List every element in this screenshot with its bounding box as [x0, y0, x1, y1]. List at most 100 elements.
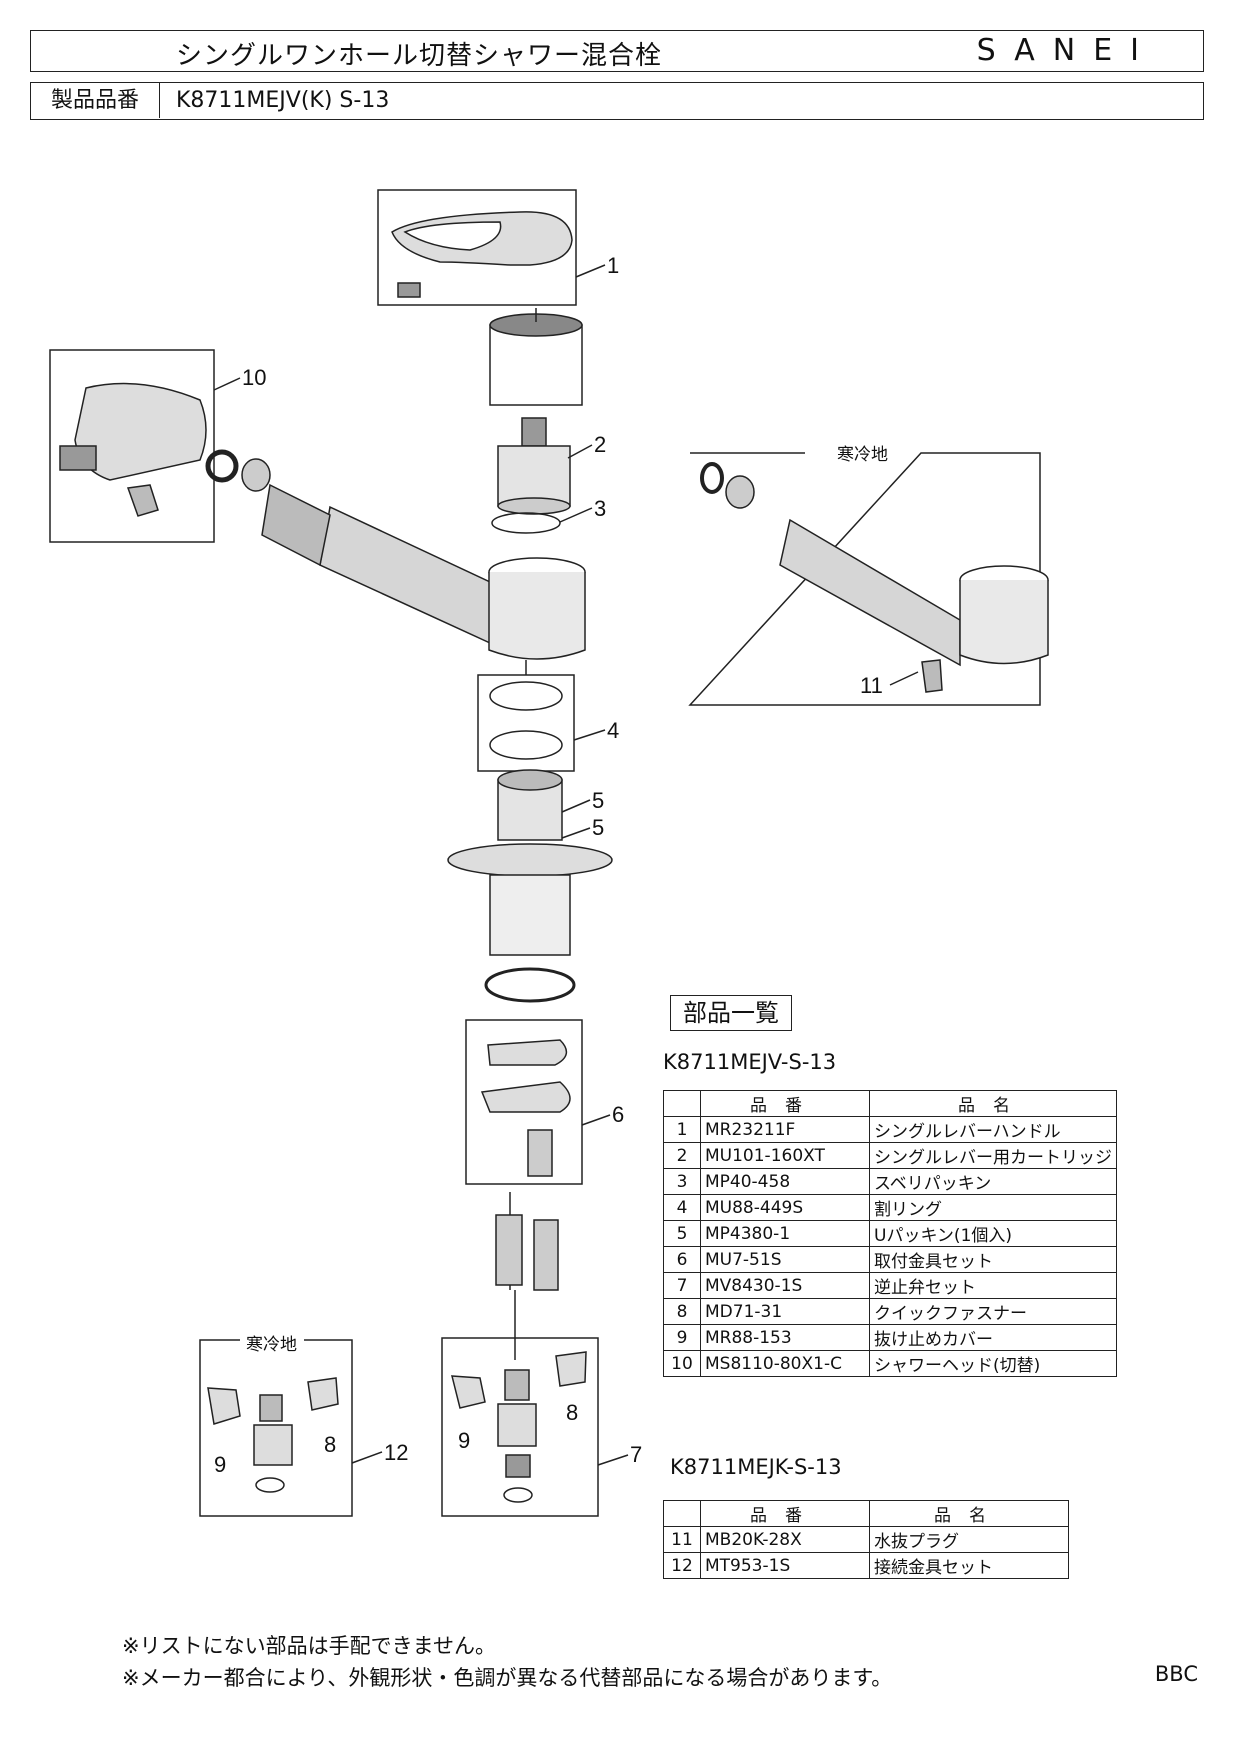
slip-packing-part	[491, 512, 561, 534]
cell-no: 7	[663, 1272, 701, 1299]
cell-name: シングルレバー用カートリッジ	[869, 1142, 1117, 1169]
col-name: 品名	[869, 1090, 1117, 1117]
cell-code: MU101-160XT	[700, 1142, 870, 1169]
cell-name: スベリパッキン	[869, 1168, 1117, 1195]
check-valve-box	[441, 1337, 599, 1517]
cell-name: シャワーヘッド(切替)	[869, 1350, 1117, 1377]
note-line-2: ※メーカー都合により、外観形状・色調が異なる代替部品になる場合があります。	[122, 1666, 893, 1690]
cell-no: 4	[663, 1194, 701, 1221]
split-ring-lower	[489, 730, 563, 760]
cell-code: MU88-449S	[700, 1194, 870, 1221]
spout-body-part	[261, 483, 586, 660]
col-code: 品番	[700, 1090, 870, 1117]
cell-name: 水抜プラグ	[869, 1526, 1069, 1553]
cell-code: MS8110-80X1-C	[700, 1350, 870, 1377]
cell-no: 1	[663, 1116, 701, 1143]
model-number-value: K8711MEJV(K) S-13	[176, 88, 390, 113]
cell-code: MV8430-1S	[700, 1272, 870, 1299]
callout-leaders	[213, 264, 919, 1466]
callout-4: 4	[607, 718, 619, 743]
cell-name: 逆止弁セット	[869, 1272, 1117, 1299]
mounting-hardware-part	[480, 1039, 571, 1177]
cell-no: 11	[663, 1526, 701, 1553]
cold-region-spout-part	[700, 462, 1049, 693]
cell-no: 3	[663, 1168, 701, 1195]
cartridge-sleeve-part	[489, 308, 583, 406]
cell-no: 12	[663, 1552, 701, 1579]
col-no	[663, 1500, 701, 1527]
model-number-label: 製品品番	[31, 83, 160, 118]
cell-name: 割リング	[869, 1194, 1117, 1221]
cold-region-label-right: 寒冷地	[837, 445, 888, 464]
split-ring-box	[477, 674, 575, 772]
cell-code: MT953-1S	[700, 1552, 870, 1579]
callout-3: 3	[594, 496, 606, 521]
col-no	[663, 1090, 701, 1117]
cover-clip-part-9	[451, 1375, 486, 1409]
parts-list-title: 部品一覧	[670, 995, 792, 1031]
cell-no: 6	[663, 1246, 701, 1273]
document-title: シングルワンホール切替シャワー混合栓	[176, 41, 663, 71]
cell-name: Uパッキン(1個入)	[869, 1220, 1117, 1247]
shower-head-box	[49, 349, 215, 543]
cell-code: MR88-153	[700, 1324, 870, 1351]
model-number-row: 製品品番 K8711MEJV(K) S-13	[30, 82, 1204, 120]
cold-region-spout-box	[688, 452, 1041, 706]
cell-no: 2	[663, 1142, 701, 1169]
callout-9a: 9	[458, 1428, 470, 1453]
col-code: 品番	[700, 1500, 870, 1527]
callout-8b: 8	[324, 1432, 336, 1457]
brand-logo: SANEI	[976, 33, 1157, 68]
cell-name: シングルレバーハンドル	[869, 1116, 1117, 1143]
table1-caption: K8711MEJV-S-13	[663, 1050, 837, 1074]
callout-6: 6	[612, 1102, 624, 1127]
cell-name: クイックファスナー	[869, 1298, 1117, 1325]
retaining-ring-part	[241, 458, 271, 492]
mounting-hardware-box	[465, 1019, 583, 1185]
o-ring-part	[205, 449, 239, 483]
split-ring-upper	[489, 681, 563, 711]
lever-handle-part	[391, 211, 573, 298]
cell-no: 5	[663, 1220, 701, 1247]
connector-part	[207, 1377, 339, 1493]
callout-7: 7	[630, 1442, 642, 1467]
cartridge-part	[497, 417, 571, 515]
cell-name: 接続金具セット	[869, 1552, 1069, 1579]
quick-fastener-part-8	[555, 1351, 587, 1387]
note-line-1: ※リストにない部品は手配できません。	[122, 1634, 496, 1658]
col-name: 品名	[869, 1500, 1069, 1527]
cell-no: 8	[663, 1298, 701, 1325]
cell-code: MB20K-28X	[700, 1526, 870, 1553]
supply-hoses-part	[495, 1192, 559, 1360]
callout-5b: 5	[592, 815, 604, 840]
document-code: BBC	[1154, 1662, 1198, 1686]
cell-code: MP40-458	[700, 1168, 870, 1195]
callout-9b: 9	[214, 1452, 226, 1477]
cell-name: 抜け止めカバー	[869, 1324, 1117, 1351]
handle-box	[377, 189, 577, 306]
callout-10: 10	[242, 365, 266, 390]
cell-code: MP4380-1	[700, 1220, 870, 1247]
cell-name: 取付金具セット	[869, 1246, 1117, 1273]
callout-8a: 8	[566, 1400, 578, 1425]
shower-head-part	[59, 382, 207, 517]
cell-code: MR23211F	[700, 1116, 870, 1143]
callout-5a: 5	[592, 788, 604, 813]
check-valve-part	[497, 1369, 537, 1503]
base-packing-part	[447, 769, 613, 1003]
